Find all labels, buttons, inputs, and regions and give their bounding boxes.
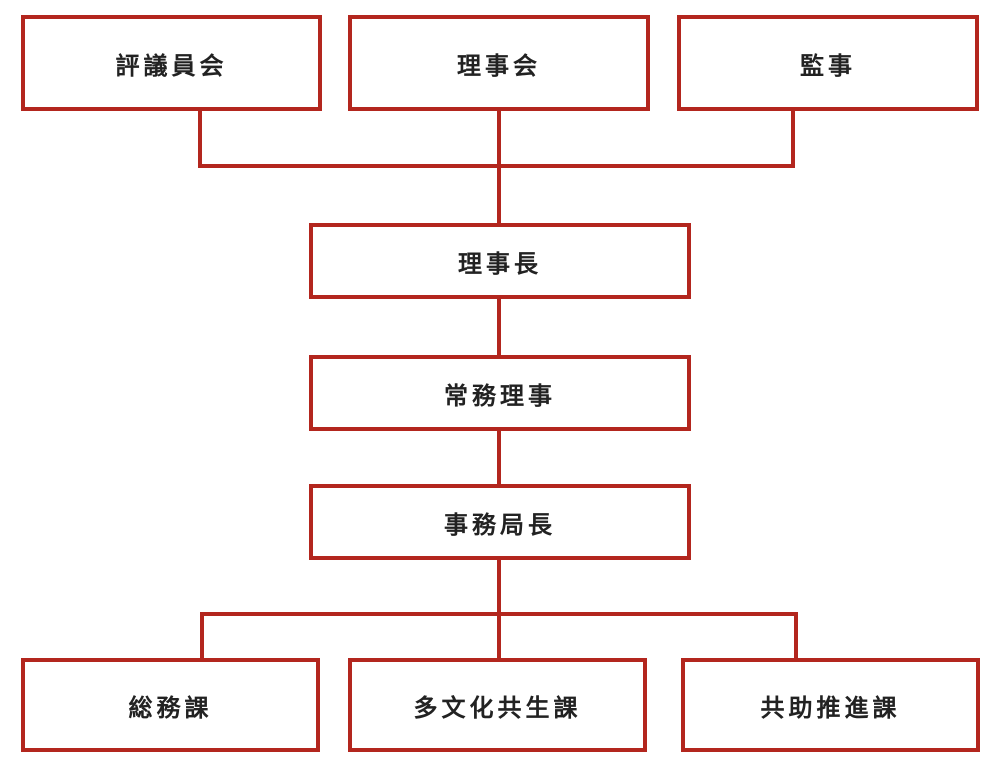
node-secretary-general: 事務局長 <box>309 484 691 560</box>
node-multicultural: 多文化共生課 <box>348 658 647 752</box>
node-chairman-label: 理事長 <box>458 249 542 278</box>
node-executive-director-label: 常務理事 <box>444 381 556 410</box>
node-secretary-general-label: 事務局長 <box>444 510 556 539</box>
connector-mutual-aid-up <box>794 612 798 662</box>
node-general-affairs: 総務課 <box>21 658 320 752</box>
node-mutual-aid-label: 共助推進課 <box>760 693 901 722</box>
node-board-label: 理事会 <box>457 51 541 80</box>
connector-council-down <box>198 108 202 168</box>
node-multicultural-label: 多文化共生課 <box>413 693 582 722</box>
connector-secretary-down <box>497 556 501 616</box>
connector-executive-secretary <box>497 428 501 490</box>
node-auditor-label: 監事 <box>800 51 856 80</box>
node-auditor: 監事 <box>677 15 979 111</box>
connector-auditor-down <box>791 108 795 168</box>
node-executive-director: 常務理事 <box>309 355 691 431</box>
connector-general-affairs-up <box>200 612 204 662</box>
node-chairman: 理事長 <box>309 223 691 299</box>
node-general-affairs-label: 総務課 <box>128 693 213 722</box>
node-board: 理事会 <box>348 15 650 111</box>
node-council-label: 評議員会 <box>115 51 228 80</box>
connector-top-bus <box>198 164 795 168</box>
connector-multicultural-up <box>497 612 501 662</box>
node-council: 評議員会 <box>21 15 322 111</box>
node-mutual-aid: 共助推進課 <box>681 658 980 752</box>
connector-chairman-executive <box>497 296 501 358</box>
